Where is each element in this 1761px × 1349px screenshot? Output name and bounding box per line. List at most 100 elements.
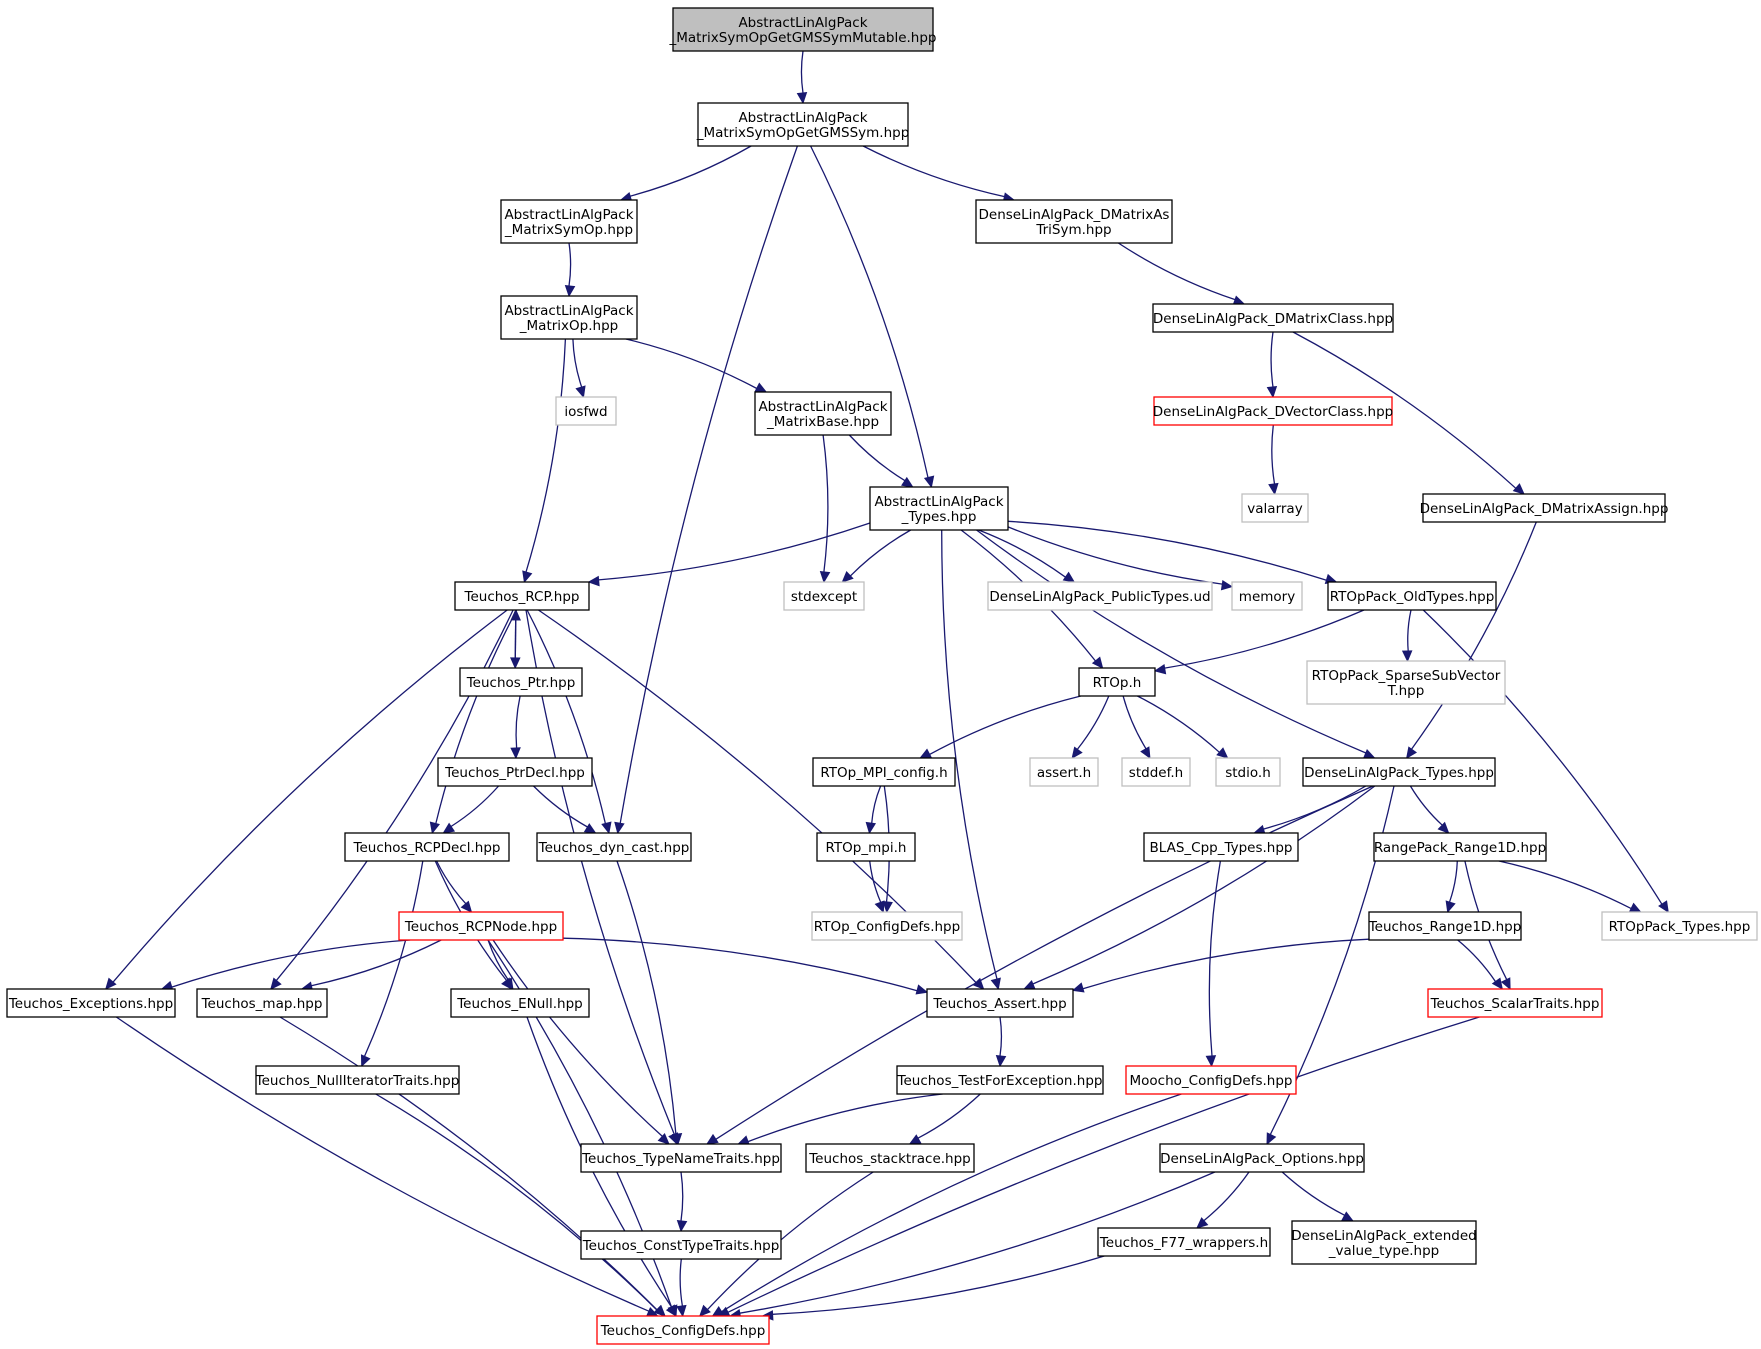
file-node-f77[interactable]: Teuchos_F77_wrappers.h bbox=[1097, 1227, 1271, 1257]
file-node-matrixsymop[interactable]: AbstractLinAlgPack_MatrixSymOp.hpp bbox=[500, 199, 638, 244]
node-label-line: Teuchos_RCPNode.hpp bbox=[404, 919, 557, 935]
dependency-edge-teuchosrange1d-to-assert bbox=[1071, 938, 1370, 993]
dependency-edge-oldtypes-to-sparsesub bbox=[1401, 609, 1413, 663]
file-node-exceptions[interactable]: Teuchos_Exceptions.hpp bbox=[6, 988, 176, 1018]
dependency-edge-assert-to-testforexc bbox=[995, 1016, 1007, 1068]
edge-line bbox=[625, 338, 758, 390]
file-node-matrixop[interactable]: AbstractLinAlgPack_MatrixOp.hpp bbox=[500, 295, 638, 340]
node-box bbox=[672, 7, 934, 52]
dependency-edge-dlatypes-to-blas bbox=[1253, 785, 1367, 836]
file-node-rcpdecl[interactable]: Teuchos_RCPDecl.hpp bbox=[344, 832, 510, 862]
file-node-scalartraits[interactable]: Teuchos_ScalarTraits.hpp bbox=[1427, 988, 1603, 1018]
edge-arrowhead bbox=[575, 385, 586, 399]
file-node-assert[interactable]: Teuchos_Assert.hpp bbox=[926, 988, 1074, 1018]
file-node-dyncast[interactable]: Teuchos_dyn_cast.hpp bbox=[536, 832, 692, 862]
node-box bbox=[1125, 1065, 1297, 1095]
file-node-blas[interactable]: BLAS_Cpp_Types.hpp bbox=[1143, 832, 1299, 862]
node-label-line: DenseLinAlgPack_DVectorClass.hpp bbox=[1153, 404, 1393, 420]
file-node-rtopconfig[interactable]: RTOp_ConfigDefs.hpp bbox=[811, 911, 963, 941]
file-node-enull[interactable]: Teuchos_ENull.hpp bbox=[450, 988, 590, 1018]
file-node-testforexc[interactable]: Teuchos_TestForException.hpp bbox=[896, 1065, 1104, 1095]
edge-arrowhead bbox=[796, 92, 808, 105]
dependency-edge-nulliter-to-configdefs bbox=[375, 1093, 666, 1317]
edge-line bbox=[871, 785, 882, 824]
dependency-edge-consttypetraits-to-configdefs bbox=[676, 1258, 687, 1318]
node-label-line: RTOp_MPI_config.h bbox=[820, 765, 947, 781]
file-node-extended[interactable]: DenseLinAlgPack_extended_value_type.hpp bbox=[1291, 1220, 1477, 1265]
file-node-stdio[interactable]: stdio.h bbox=[1215, 757, 1281, 787]
node-box bbox=[450, 988, 590, 1018]
file-node-mpih[interactable]: RTOp_mpi.h bbox=[816, 832, 916, 862]
dependency-edge-oldtypes-to-rtoph bbox=[1153, 609, 1365, 675]
node-label-line: _Types.hpp bbox=[901, 509, 977, 525]
dependency-edge-matrixsymop-to-matrixop bbox=[564, 242, 576, 298]
dependency-edge-gmssym-to-dyncast bbox=[614, 145, 799, 835]
file-node-ptrdecl[interactable]: Teuchos_PtrDecl.hpp bbox=[437, 757, 593, 787]
edge-line bbox=[1270, 331, 1274, 388]
file-node-stdexcept[interactable]: stdexcept bbox=[783, 581, 865, 611]
node-label-line: valarray bbox=[1247, 501, 1302, 517]
file-node-configdefs[interactable]: Teuchos_ConfigDefs.hpp bbox=[596, 1315, 770, 1345]
node-box bbox=[454, 581, 590, 611]
edge-line bbox=[1263, 785, 1367, 830]
edge-arrowhead bbox=[587, 575, 600, 587]
file-node-gmssym[interactable]: AbstractLinAlgPack_MatrixSymOpGetGMSSym.… bbox=[696, 102, 910, 147]
file-node-typenametraits[interactable]: Teuchos_TypeNameTraits.hpp bbox=[580, 1143, 782, 1173]
node-box bbox=[1302, 757, 1496, 787]
file-node-stacktrace[interactable]: Teuchos_stacktrace.hpp bbox=[805, 1143, 975, 1173]
edge-line bbox=[721, 1093, 1182, 1313]
file-node-types[interactable]: AbstractLinAlgPack_Types.hpp bbox=[869, 486, 1009, 531]
file-node-mpiconfig[interactable]: RTOp_MPI_config.h bbox=[812, 757, 956, 787]
edge-arrowhead bbox=[522, 570, 533, 584]
node-label-line: Teuchos_PtrDecl.hpp bbox=[444, 765, 585, 781]
file-node-teuchosrange1d[interactable]: Teuchos_Range1D.hpp bbox=[1368, 911, 1522, 941]
file-node-range1dpack[interactable]: RangePack_Range1D.hpp bbox=[1373, 832, 1547, 862]
dependency-edge-testforexc-to-stacktrace bbox=[908, 1093, 981, 1145]
file-node-memory[interactable]: memory bbox=[1231, 581, 1303, 611]
file-node-options[interactable]: DenseLinAlgPack_Options.hpp bbox=[1159, 1143, 1365, 1173]
file-node-dmatrixclass[interactable]: DenseLinAlgPack_DMatrixClass.hpp bbox=[1152, 303, 1394, 333]
node-label-line: Teuchos_Ptr.hpp bbox=[466, 675, 576, 691]
node-box bbox=[1078, 667, 1156, 697]
file-node-asserth[interactable]: assert.h bbox=[1029, 757, 1099, 787]
file-node-ptr[interactable]: Teuchos_Ptr.hpp bbox=[459, 667, 583, 697]
dependency-edge-types-to-stdexcept bbox=[841, 529, 912, 583]
edge-line bbox=[436, 860, 467, 905]
file-node-consttypetraits[interactable]: Teuchos_ConstTypeTraits.hpp bbox=[580, 1230, 782, 1260]
file-node-stddef[interactable]: stddef.h bbox=[1121, 757, 1191, 787]
dependency-edge-options-to-f77 bbox=[1196, 1171, 1250, 1229]
edge-arrowhead bbox=[990, 977, 1001, 991]
file-node-rtoptypes[interactable]: RTOpPack_Types.hpp bbox=[1601, 911, 1758, 941]
dependency-edge-ptr-to-ptrdecl bbox=[510, 695, 521, 760]
file-node-rcpnode[interactable]: Teuchos_RCPNode.hpp bbox=[398, 911, 564, 941]
edge-line bbox=[525, 338, 567, 573]
node-label-line: _MatrixSymOpGetGMSSymMutable.hpp bbox=[669, 30, 937, 46]
edge-line bbox=[800, 50, 804, 94]
file-node-oldtypes[interactable]: RTOpPack_OldTypes.hpp bbox=[1327, 581, 1497, 611]
file-node-moochoconfig[interactable]: Moocho_ConfigDefs.hpp bbox=[1125, 1065, 1297, 1095]
node-box bbox=[555, 396, 617, 426]
edge-arrowhead bbox=[1091, 656, 1104, 669]
file-node-valarray[interactable]: valarray bbox=[1241, 493, 1309, 523]
dependency-edge-types-to-memory bbox=[1007, 526, 1234, 591]
file-node-iosfwd[interactable]: iosfwd bbox=[555, 396, 617, 426]
node-label-line: iosfwd bbox=[564, 404, 607, 420]
file-node-dmatrixassign[interactable]: DenseLinAlgPack_DMatrixAssign.hpp bbox=[1420, 493, 1669, 523]
file-node-root[interactable]: AbstractLinAlgPack_MatrixSymOpGetGMSSymM… bbox=[669, 7, 937, 52]
edge-line bbox=[978, 529, 1066, 578]
file-node-rcp[interactable]: Teuchos_RCP.hpp bbox=[454, 581, 590, 611]
file-node-dvectorclass[interactable]: DenseLinAlgPack_DVectorClass.hpp bbox=[1153, 396, 1393, 426]
edge-line bbox=[869, 860, 882, 903]
file-node-rtoph[interactable]: RTOp.h bbox=[1078, 667, 1156, 697]
edge-arrowhead bbox=[1153, 663, 1167, 675]
edge-line bbox=[848, 434, 906, 482]
file-node-dlatypes[interactable]: DenseLinAlgPack_Types.hpp bbox=[1302, 757, 1496, 787]
file-node-matrixbase[interactable]: AbstractLinAlgPack_MatrixBase.hpp bbox=[754, 391, 892, 436]
node-box bbox=[896, 1065, 1104, 1095]
dependency-edge-dmatrixastrisym-to-dmatrixclass bbox=[1117, 242, 1246, 306]
file-node-map[interactable]: Teuchos_map.hpp bbox=[196, 988, 328, 1018]
file-node-publictypes[interactable]: DenseLinAlgPack_PublicTypes.ud bbox=[987, 581, 1213, 611]
file-node-nulliter[interactable]: Teuchos_NullIteratorTraits.hpp bbox=[255, 1065, 460, 1095]
